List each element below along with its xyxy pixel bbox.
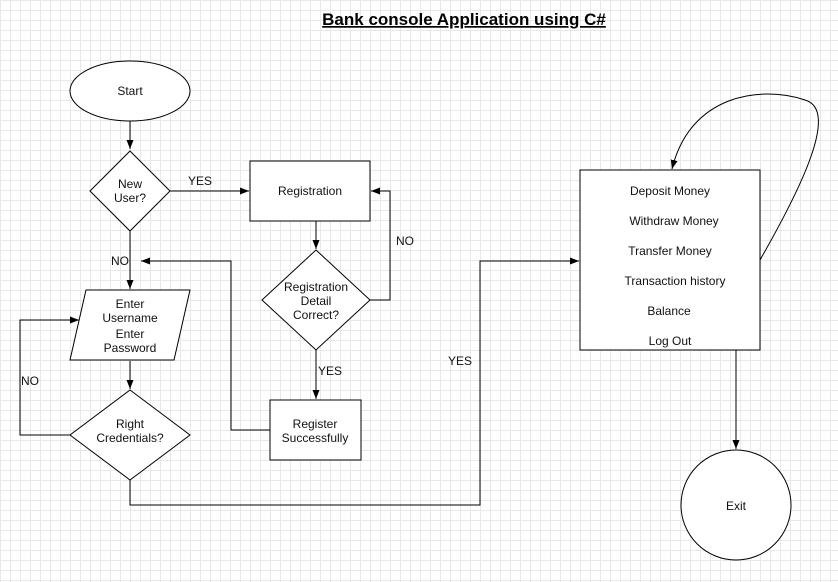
node-new-user-line-1: New [118, 177, 142, 191]
edge-register-success-to-login [141, 257, 270, 431]
node-start-label: Start [117, 84, 143, 98]
menu-item-transfer-money: Transfer Money [628, 244, 712, 258]
edge-reg-check-no [370, 187, 391, 301]
node-register-success-line-1: Register [293, 417, 338, 431]
edge-creds-no [19, 316, 79, 436]
edge-creds-yes [129, 257, 579, 506]
menu-item-transaction-history: Transaction history [625, 274, 726, 288]
node-registration[interactable]: Registration [249, 160, 371, 222]
menu-item-withdraw-money: Withdraw Money [629, 214, 718, 228]
node-enter-credentials-line-1: Enter [116, 297, 145, 311]
diagram-title: Bank console Application using C# [322, 10, 606, 29]
node-enter-credentials[interactable]: Enter Username Enter Password [69, 289, 191, 361]
node-new-user-line-2: User? [114, 191, 146, 205]
menu-item-log-out: Log Out [649, 334, 692, 348]
label-creds-yes: YES [448, 354, 472, 368]
menu-item-deposit-money: Deposit Money [630, 184, 710, 198]
node-register-success[interactable]: Register Successfully [269, 399, 362, 461]
node-reg-check-decision[interactable]: Registration Detail Correct? [261, 249, 371, 351]
node-right-credentials-line-2: Credentials? [96, 431, 164, 445]
edge-menu-loop [670, 93, 819, 261]
node-reg-check-line-3: Correct? [293, 308, 339, 322]
node-enter-credentials-line-4: Password [104, 341, 157, 355]
label-reg-check-yes: YES [318, 364, 342, 378]
node-menu[interactable]: Deposit Money Withdraw Money Transfer Mo… [579, 169, 761, 351]
node-exit[interactable]: Exit [680, 449, 792, 561]
node-right-credentials-line-1: Right [116, 417, 145, 431]
node-register-success-line-2: Successfully [282, 431, 349, 445]
edge-logout-to-exit [703, 340, 740, 449]
node-enter-credentials-line-3: Enter [116, 327, 145, 341]
label-creds-no: NO [21, 374, 39, 388]
node-registration-label: Registration [278, 184, 342, 198]
node-reg-check-line-1: Registration [284, 280, 348, 294]
node-exit-label: Exit [726, 499, 747, 513]
node-new-user-decision[interactable]: New User? [89, 150, 171, 232]
node-enter-credentials-line-2: Username [102, 311, 158, 325]
node-reg-check-line-2: Detail [301, 294, 332, 308]
label-new-user-no: NO [111, 254, 129, 268]
menu-item-balance: Balance [647, 304, 691, 318]
label-reg-check-no: NO [396, 234, 414, 248]
node-right-credentials-decision[interactable]: Right Credentials? [69, 389, 191, 481]
node-start[interactable]: Start [69, 60, 191, 122]
label-new-user-yes: YES [188, 174, 212, 188]
